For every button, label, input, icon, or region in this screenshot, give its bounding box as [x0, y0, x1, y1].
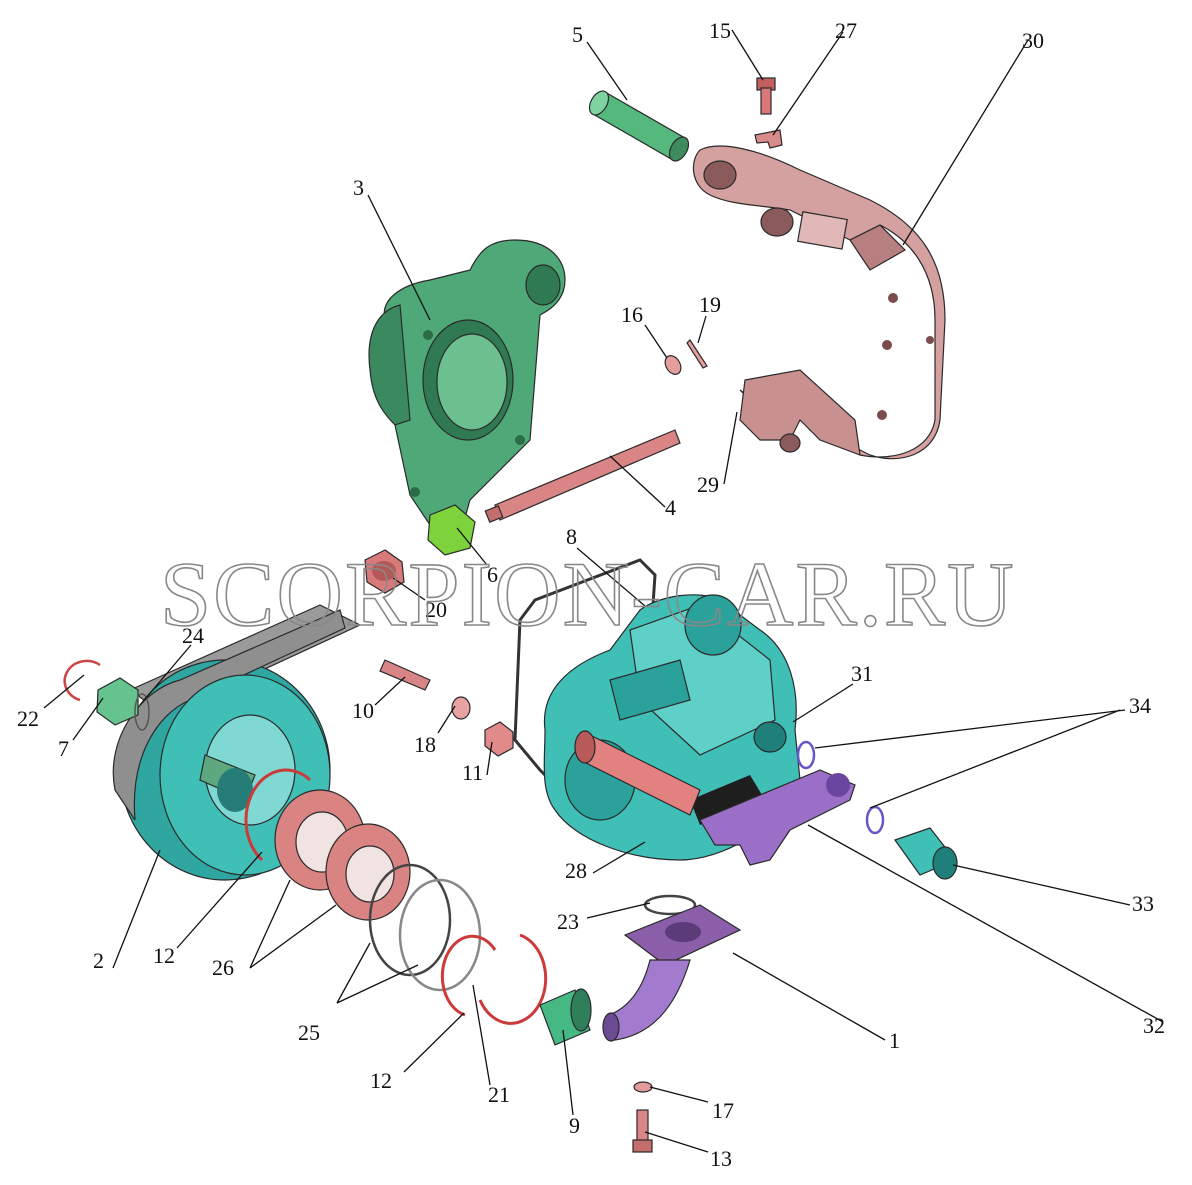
part-12-circlip-lower: [440, 934, 497, 1017]
callout-32: 32: [1143, 1013, 1165, 1038]
part-1-elbow-pipe: [602, 904, 742, 1042]
callout-13: 13: [710, 1146, 732, 1171]
part-24-oring: [134, 693, 150, 731]
part-21-circlip: [478, 933, 548, 1025]
callout-21: 21: [488, 1082, 510, 1107]
part-11-nut: [484, 721, 514, 757]
callout-20: 20: [425, 597, 447, 622]
callout-3: 3: [353, 175, 364, 200]
callout-33: 33: [1132, 891, 1154, 916]
part-13-bolt: [632, 1109, 653, 1153]
part-12-circlip-upper: [244, 768, 312, 862]
callout-24: 24: [182, 623, 204, 648]
callout-34: 34: [1129, 693, 1151, 718]
part-27-lockwasher: [754, 129, 783, 149]
part-26-bearings: [274, 789, 411, 921]
leader-lines: [43, 29, 1164, 1153]
callout-15: 15: [709, 18, 731, 43]
part-31-pump-body: [543, 594, 801, 861]
part-22-circlip: [63, 659, 101, 702]
callout-2: 2: [93, 948, 104, 973]
callout-30: 30: [1022, 28, 1044, 53]
part-5-pin: [588, 90, 690, 162]
part-3-bracket-housing: [368, 239, 566, 536]
callout-1: 1: [889, 1028, 900, 1053]
part-15-bolt: [756, 77, 776, 115]
callout-12b: 12: [370, 1068, 392, 1093]
part-28-pink-tube: [574, 730, 701, 816]
callout-31: 31: [851, 661, 873, 686]
callout-6: 6: [487, 562, 498, 587]
callout-8: 8: [566, 524, 577, 549]
part-9-bushing: [539, 988, 592, 1046]
part-20-nut: [364, 549, 405, 594]
part-33-fitting: [894, 827, 958, 880]
part-32-manifold: [699, 769, 856, 866]
callout-25: 25: [298, 1020, 320, 1045]
callout-10: 10: [352, 698, 374, 723]
callout-19: 19: [699, 292, 721, 317]
part-16-washer: [664, 355, 682, 375]
callout-12a: 12: [153, 943, 175, 968]
part-30-support-bracket: [692, 145, 946, 460]
callout-26: 26: [212, 955, 234, 980]
callout-9: 9: [569, 1113, 580, 1138]
part-7-nut: [96, 677, 139, 726]
callout-4: 4: [665, 495, 676, 520]
part-17-washer: [633, 1081, 653, 1093]
callout-5: 5: [572, 22, 583, 47]
watermark-text: SCORPION-CAR.RU: [160, 543, 1016, 645]
callout-22: 22: [17, 706, 39, 731]
part-4-shaft: [484, 429, 681, 523]
callout-27: 27: [835, 18, 857, 43]
part-19-split-pin: [686, 339, 708, 369]
callout-11: 11: [462, 760, 483, 785]
callout-7: 7: [58, 736, 69, 761]
callout-16: 16: [621, 302, 643, 327]
part-6-lime-block: [427, 504, 476, 556]
callout-28: 28: [565, 858, 587, 883]
part-25-oring-a: [368, 863, 452, 977]
part-25-oring-b: [398, 878, 482, 992]
part-18-washer: [451, 696, 471, 720]
callout-17: 17: [712, 1098, 734, 1123]
callout-29: 29: [697, 472, 719, 497]
part-23-oring: [643, 894, 697, 916]
part-34-oring-a: [796, 740, 816, 770]
part-10-pin: [379, 659, 431, 691]
callout-23: 23: [557, 909, 579, 934]
part-34-oring-b: [865, 805, 885, 835]
callout-18: 18: [414, 732, 436, 757]
callout-labels: 1 2 3 4 5 6 7 8 9 10 11 12 12 13 15 16 1…: [17, 18, 1165, 1171]
